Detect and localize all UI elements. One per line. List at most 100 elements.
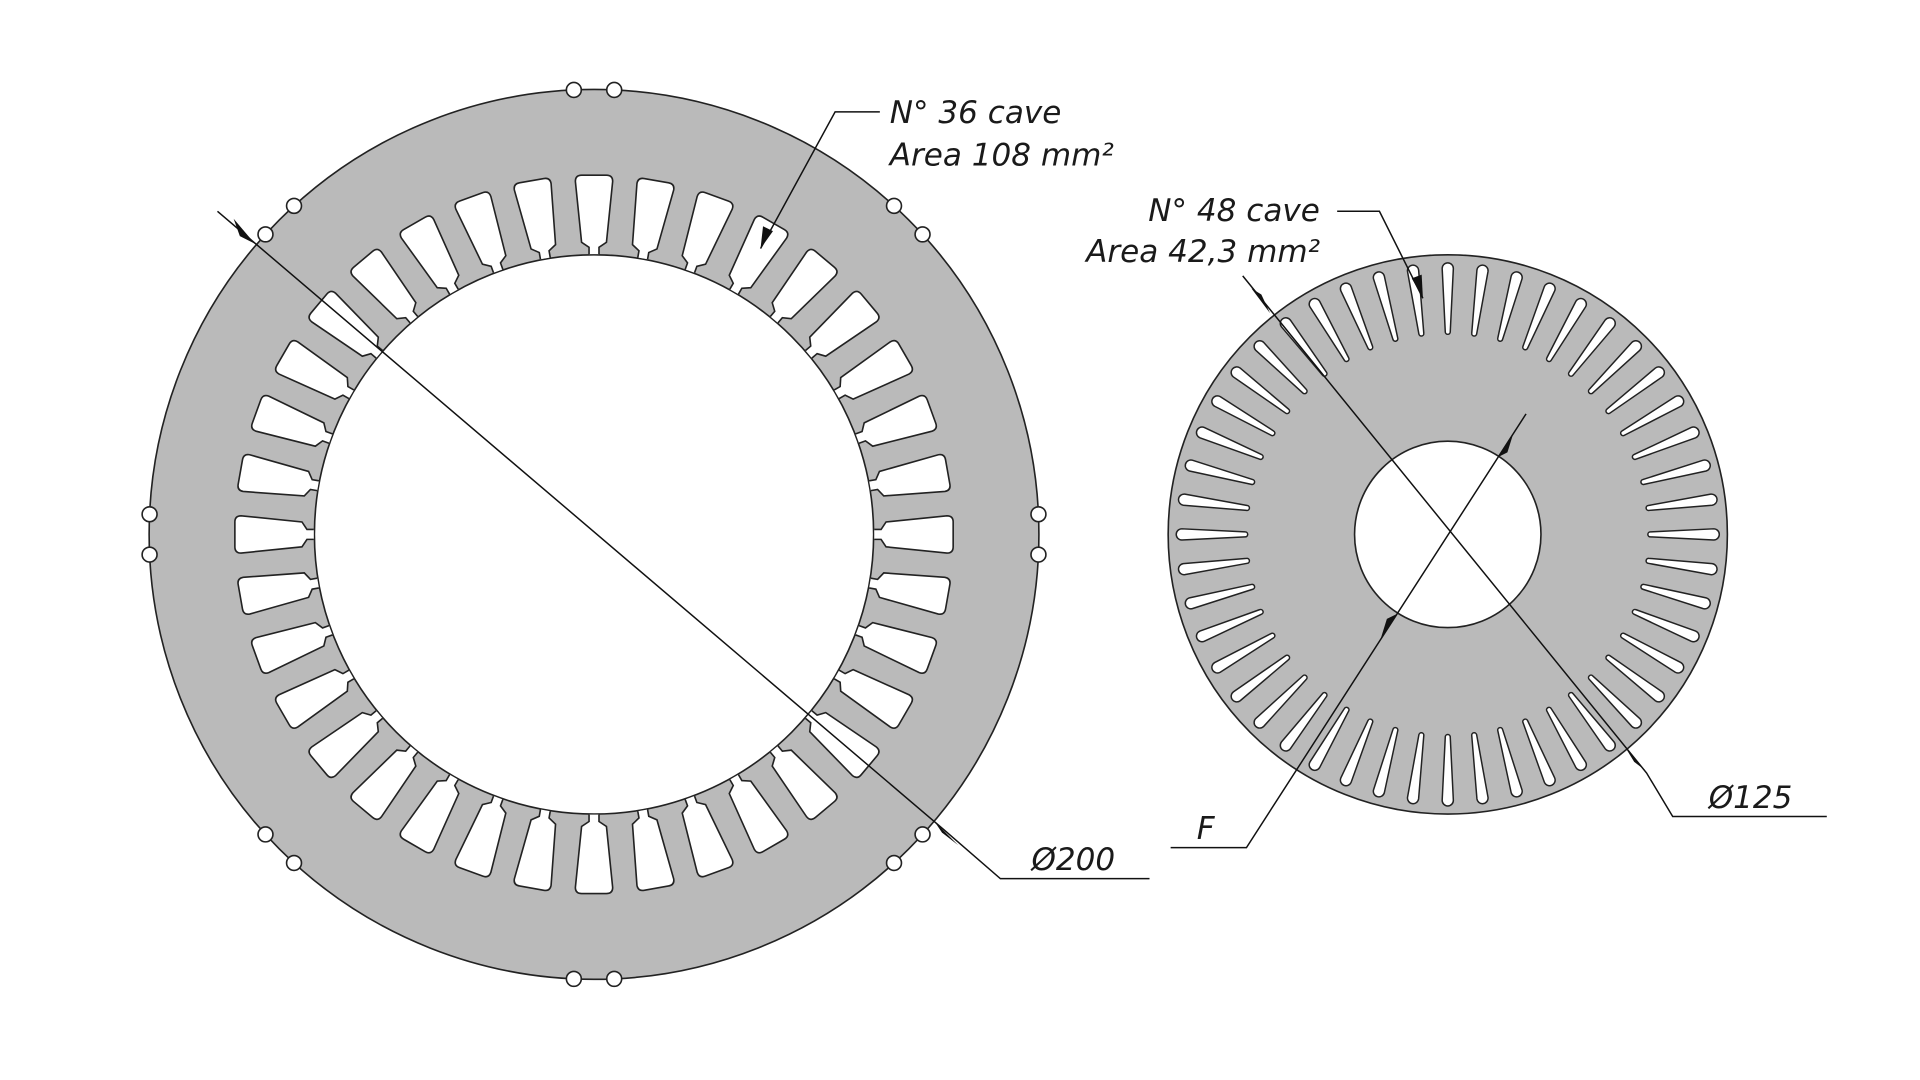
rotor-slot (1631, 426, 1700, 461)
stator-slot (631, 177, 675, 260)
rotor-slot (1279, 317, 1328, 377)
rotor-slot (1522, 282, 1556, 351)
rotor-slot (1470, 264, 1489, 337)
rotor-slot (1645, 557, 1718, 576)
stator-slot (574, 814, 614, 895)
rotor-slot (1279, 691, 1328, 752)
rotor-slot (1184, 459, 1256, 486)
stator-slot (274, 668, 355, 729)
stator-diameter-label: Ø200 (1029, 842, 1115, 878)
stator-slot (234, 514, 314, 554)
stator-slot (454, 795, 507, 878)
rotor-slot (1184, 583, 1256, 610)
rotor-slot (1640, 583, 1711, 610)
stator-slot (855, 621, 938, 675)
rotor-slot (1253, 674, 1308, 729)
stator-slot (728, 774, 789, 854)
stator-slot (350, 248, 419, 324)
outer-notch (285, 197, 303, 215)
stator-slot (681, 795, 734, 878)
outer-notch (285, 854, 303, 872)
rotor-slot-leader: N° 48 cave Area 42,3 mm² (1084, 193, 1424, 299)
stator-slot (513, 177, 557, 260)
stator-slot (308, 710, 384, 779)
rotor-slot (1567, 691, 1616, 752)
outer-notch (1030, 546, 1047, 563)
outer-notch (605, 81, 623, 99)
stator-slot (681, 191, 734, 274)
rotor-diameter-label: Ø125 (1707, 780, 1793, 816)
stator-outer-notches (141, 81, 1047, 988)
stator-slot (454, 191, 507, 274)
rotor-slot (1497, 271, 1523, 342)
outer-notch (914, 826, 931, 843)
stator-slot-count-label: N° 36 cave (890, 95, 1062, 131)
rotor-slot (1605, 366, 1666, 415)
rotor-slot (1640, 459, 1711, 486)
rotor-slot (1441, 262, 1455, 336)
outer-notch (605, 970, 623, 988)
stator-slot (399, 215, 460, 295)
stator-slot (769, 745, 838, 821)
outer-notch (914, 226, 931, 243)
rotor-slot (1619, 395, 1685, 437)
rotor-slot (1177, 493, 1251, 512)
stator-slot (250, 394, 333, 448)
stator-slot (855, 394, 938, 448)
outer-notch (565, 81, 583, 99)
stator-slot (631, 809, 675, 892)
stator-slot (868, 572, 951, 616)
stator-lamination (141, 81, 1047, 988)
stator-slot (769, 248, 838, 324)
rotor-slot (1308, 297, 1350, 363)
stator-diameter-dimension: Ø200 (216, 210, 1150, 880)
rotor-slot (1567, 317, 1616, 377)
rotor-slot (1619, 632, 1685, 674)
stator-slot (308, 290, 384, 359)
rotor-slot (1406, 732, 1425, 805)
stator-slot (399, 774, 460, 854)
stator-slot (513, 809, 557, 892)
rotor-lamination (1167, 253, 1729, 815)
rotor-slot (1587, 340, 1643, 395)
stator-bore (313, 253, 875, 815)
rotor-slot (1211, 395, 1276, 437)
stator-slot-leader: N° 36 cave Area 108 mm² (759, 95, 1114, 249)
rotor-slot (1441, 733, 1455, 807)
stator-slot-area-label: Area 108 mm² (888, 137, 1114, 173)
stator-slot (833, 339, 914, 401)
rotor-slot (1645, 493, 1718, 512)
rotor-slot (1587, 674, 1643, 729)
rotor-slot (1230, 654, 1291, 703)
rotor-slot (1253, 340, 1308, 395)
stator-slot (833, 668, 914, 729)
rotor-slot (1647, 528, 1720, 541)
rotor-slot (1175, 528, 1249, 541)
rotor-slot (1470, 732, 1489, 805)
outer-notch (257, 226, 274, 243)
outer-notch (1030, 505, 1047, 523)
shaft-diameter-label: F (1197, 811, 1216, 847)
stator-slot (237, 453, 320, 497)
stator-slot (350, 745, 419, 821)
rotor-slots (1175, 262, 1720, 807)
shaft-diameter-dimension: F (1170, 413, 1527, 849)
stator-slot (874, 514, 954, 554)
rotor-slot (1211, 632, 1276, 674)
stator-slot (250, 621, 333, 675)
rotor-slot (1605, 654, 1666, 703)
outer-notch (141, 546, 158, 563)
outer-notch (885, 854, 903, 872)
rotor-slot (1339, 282, 1374, 351)
stator-slot (274, 339, 355, 401)
rotor-slot (1308, 706, 1350, 772)
rotor-slot (1545, 297, 1587, 363)
rotor-slot (1372, 271, 1399, 342)
stator-slot (804, 290, 880, 359)
outer-notch (565, 970, 583, 988)
stator-slots (234, 174, 954, 895)
rotor-slot (1631, 608, 1700, 643)
stator-slot (237, 572, 320, 616)
outer-notch (141, 505, 158, 523)
